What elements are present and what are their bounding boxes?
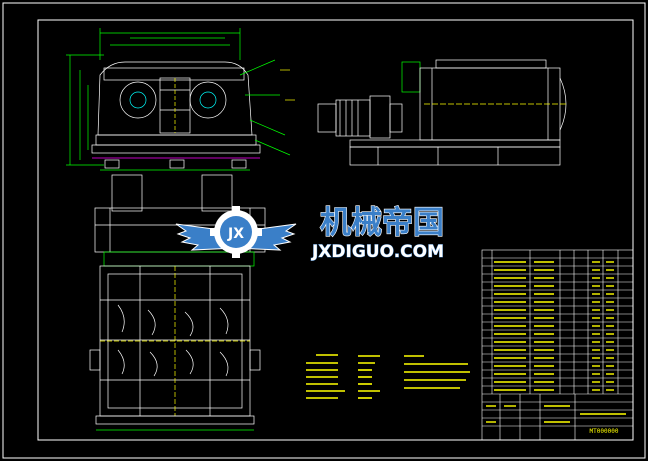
front-view xyxy=(66,28,295,171)
tech-specs-block xyxy=(306,354,380,399)
title-block-text xyxy=(486,405,626,423)
emblem-text: JX xyxy=(227,226,244,242)
watermark-title: 机械帝国 xyxy=(320,205,444,241)
side-view xyxy=(317,59,568,166)
technical-notes-block xyxy=(404,355,470,389)
drawing-number: MT000000 xyxy=(590,428,619,435)
parts-list-table xyxy=(481,249,634,441)
watermark-url: JXDIGUO.COM xyxy=(311,242,444,262)
watermark-logo: JX 机械帝国 JXDIGUO.COM xyxy=(175,204,445,262)
parts-list-text xyxy=(494,261,614,391)
title-block xyxy=(482,394,633,440)
gear-icon xyxy=(210,206,262,258)
